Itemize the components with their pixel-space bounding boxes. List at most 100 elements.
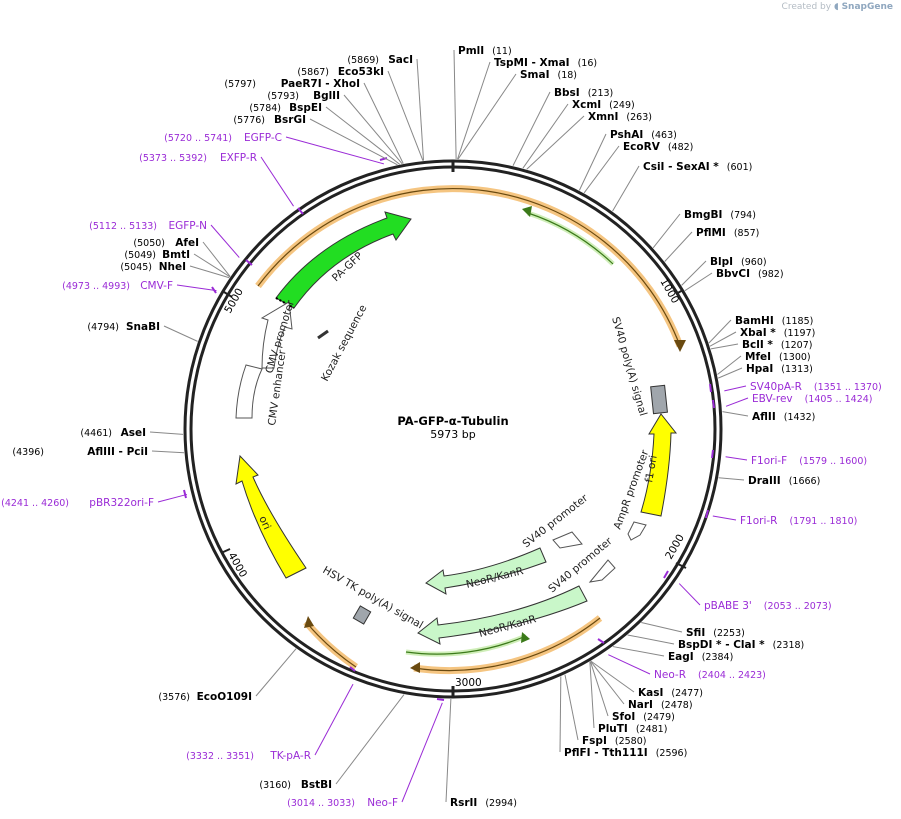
snapgene-watermark: Created by ◖ SnapGene — [782, 2, 893, 12]
plasmid-length: 5973 bp — [430, 428, 475, 441]
enzyme-label-pflmi: PflMI — [696, 227, 726, 239]
primer-leader-exfp-r — [260, 156, 294, 207]
primer-label-f1ori-r: F1ori-R — [740, 515, 777, 527]
feature-label-hsv-tk-polya: HSV TK poly(A) signal — [321, 564, 425, 631]
primer-label-pbr322ori-f: pBR322ori-F — [89, 497, 154, 509]
enzyme-label-eco53ki: Eco53kI — [338, 66, 384, 78]
plasmid-name: PA-GFP-α-Tubulin — [397, 414, 508, 428]
enzyme-label-bglii: BglII — [313, 90, 340, 102]
enzyme-label-eagi: EagI — [668, 651, 694, 663]
enzyme-site-sfii: (2253) — [713, 628, 745, 639]
enzyme-label-snabi: SnaBI — [126, 321, 160, 333]
leader-bsrgi — [309, 118, 398, 166]
primer-leader-sv40pa-r — [724, 385, 747, 392]
enzyme-label-rsrii: RsrII — [450, 797, 477, 809]
leader-nhei — [189, 265, 230, 279]
enzyme-label-smai: SmaI — [520, 69, 550, 81]
primer-leader-tk-pa-r — [314, 683, 354, 756]
enzyme-site-kasi: (2477) — [671, 688, 703, 699]
enzyme-label-afei: AfeI — [175, 237, 199, 249]
leader-afliii-pcii — [151, 450, 185, 454]
feature-label-ori: ori — [256, 514, 273, 531]
enzyme-label-fspi: FspI — [582, 735, 607, 747]
leader-saci — [416, 58, 425, 161]
leader-lines — [149, 49, 749, 803]
enzyme-label-bspdi-clai: BspDI * - ClaI * — [678, 639, 765, 651]
leader-aflii — [722, 411, 749, 417]
enzyme-site-rsrii: (2994) — [485, 798, 517, 809]
enzyme-site-bbsi: (213) — [588, 88, 614, 99]
enzyme-label-bmti: BmtI — [162, 249, 190, 261]
feature-pa-gfp-arrow — [275, 211, 412, 309]
enzyme-site-ecoo109i: (3576) — [158, 692, 190, 703]
primer-range-egfp-n: (5112 .. 5133) — [89, 221, 157, 232]
enzyme-site-bsrgi: (5776) — [233, 115, 265, 126]
primer-range-sv40pa-r: (1351 .. 1370) — [814, 382, 882, 393]
enzyme-site-paer7i-xhoi: (5797) — [224, 79, 256, 90]
feature-ampr-promoter-arrow — [627, 521, 647, 541]
feature-label-f1-ori: f1 ori — [643, 454, 660, 483]
primer-leader-ebv-rev — [725, 397, 749, 407]
leader-kasi — [590, 660, 635, 693]
enzyme-label-xbai: XbaI * — [740, 327, 776, 339]
leader-afei — [202, 241, 231, 277]
feature-ori-arrow — [235, 454, 307, 579]
leader-snabi — [163, 325, 198, 342]
enzyme-label-mfei: MfeI — [745, 351, 771, 363]
enzyme-site-pflmi: (857) — [734, 228, 760, 239]
feature-sv40-promoter-2-arrow — [588, 559, 616, 583]
enzyme-site-bstbi: (3160) — [259, 780, 291, 791]
primer-leader-f1ori-r — [712, 515, 737, 521]
leader-ecoo109i — [255, 648, 297, 697]
leader-bmgbi — [652, 213, 681, 249]
enzyme-label-nari: NarI — [628, 699, 653, 711]
enzyme-site-sfoi: (2479) — [643, 712, 675, 723]
enzyme-site-bspei: (5784) — [249, 103, 281, 114]
enzyme-label-csii-sexai: CsiI - SexAI * — [643, 161, 719, 173]
enzyme-site-saci: (5869) — [347, 55, 379, 66]
enzyme-label-pshai: PshAI — [610, 129, 643, 141]
leader-blpi — [681, 260, 707, 286]
feature-label-sv40-polya: SV40 poly(A) signal — [609, 316, 649, 418]
enzyme-site-xcmi: (249) — [609, 100, 635, 111]
primer-range-egfp-c: (5720 .. 5741) — [164, 133, 232, 144]
leader-eagi — [612, 646, 665, 657]
enzyme-site-bbvci: (982) — [758, 269, 784, 280]
feature-sv40-polya-box — [650, 384, 668, 415]
primer-leader-egfp-c — [285, 136, 384, 165]
tick-label-3000: 3000 — [455, 677, 482, 689]
primer-range-tk-pa-r: (3332 .. 3351) — [186, 751, 254, 762]
primer-leader-cmv-f — [176, 284, 217, 292]
enzyme-site-nari: (2478) — [661, 700, 693, 711]
primer-label-sv40pa-r: SV40pA-R — [750, 381, 802, 393]
primer-leader-pbr322ori-f — [157, 493, 188, 503]
primer-label-egfp-n: EGFP-N — [168, 220, 207, 232]
feature-cmv-enhancer-arrow — [235, 364, 263, 419]
leader-csii-sexai — [612, 165, 640, 212]
enzyme-site-draiii: (1666) — [789, 476, 821, 487]
enzyme-label-bamhi: BamHI — [735, 315, 774, 327]
enzyme-label-asei: AseI — [121, 427, 146, 439]
leader-bmti — [193, 253, 231, 278]
enzyme-site-bmti: (5049) — [124, 250, 156, 261]
feature-neor-1-arrow — [425, 547, 547, 595]
enzyme-label-blpi: BlpI — [710, 256, 733, 268]
watermark-brand: SnapGene — [841, 2, 893, 12]
feature-label-kozak: Kozak sequence — [319, 303, 369, 383]
enzyme-site-bglii: (5793) — [267, 91, 299, 102]
enzyme-label-bbsi: BbsI — [554, 87, 580, 99]
feature-f1-ori-arrow — [640, 413, 678, 517]
enzyme-label-ecoo109i: EcoO109I — [197, 691, 252, 703]
feature-kozak-mark — [317, 329, 329, 340]
primer-label-egfp-c: EGFP-C — [244, 132, 282, 144]
leader-asei — [149, 431, 184, 435]
leader-bcli — [710, 343, 739, 350]
enzyme-site-pflfi-tth111i: (2596) — [656, 748, 688, 759]
primer-leader-egfp-n — [210, 224, 240, 258]
enzyme-label-nhei: NheI — [159, 261, 186, 273]
primer-label-f1ori-f: F1ori-F — [751, 455, 787, 467]
enzyme-site-eco53ki: (5867) — [297, 67, 329, 78]
enzyme-site-ecorv: (482) — [668, 142, 694, 153]
leader-hpai — [717, 367, 743, 379]
enzyme-site-xbai: (1197) — [784, 328, 816, 339]
